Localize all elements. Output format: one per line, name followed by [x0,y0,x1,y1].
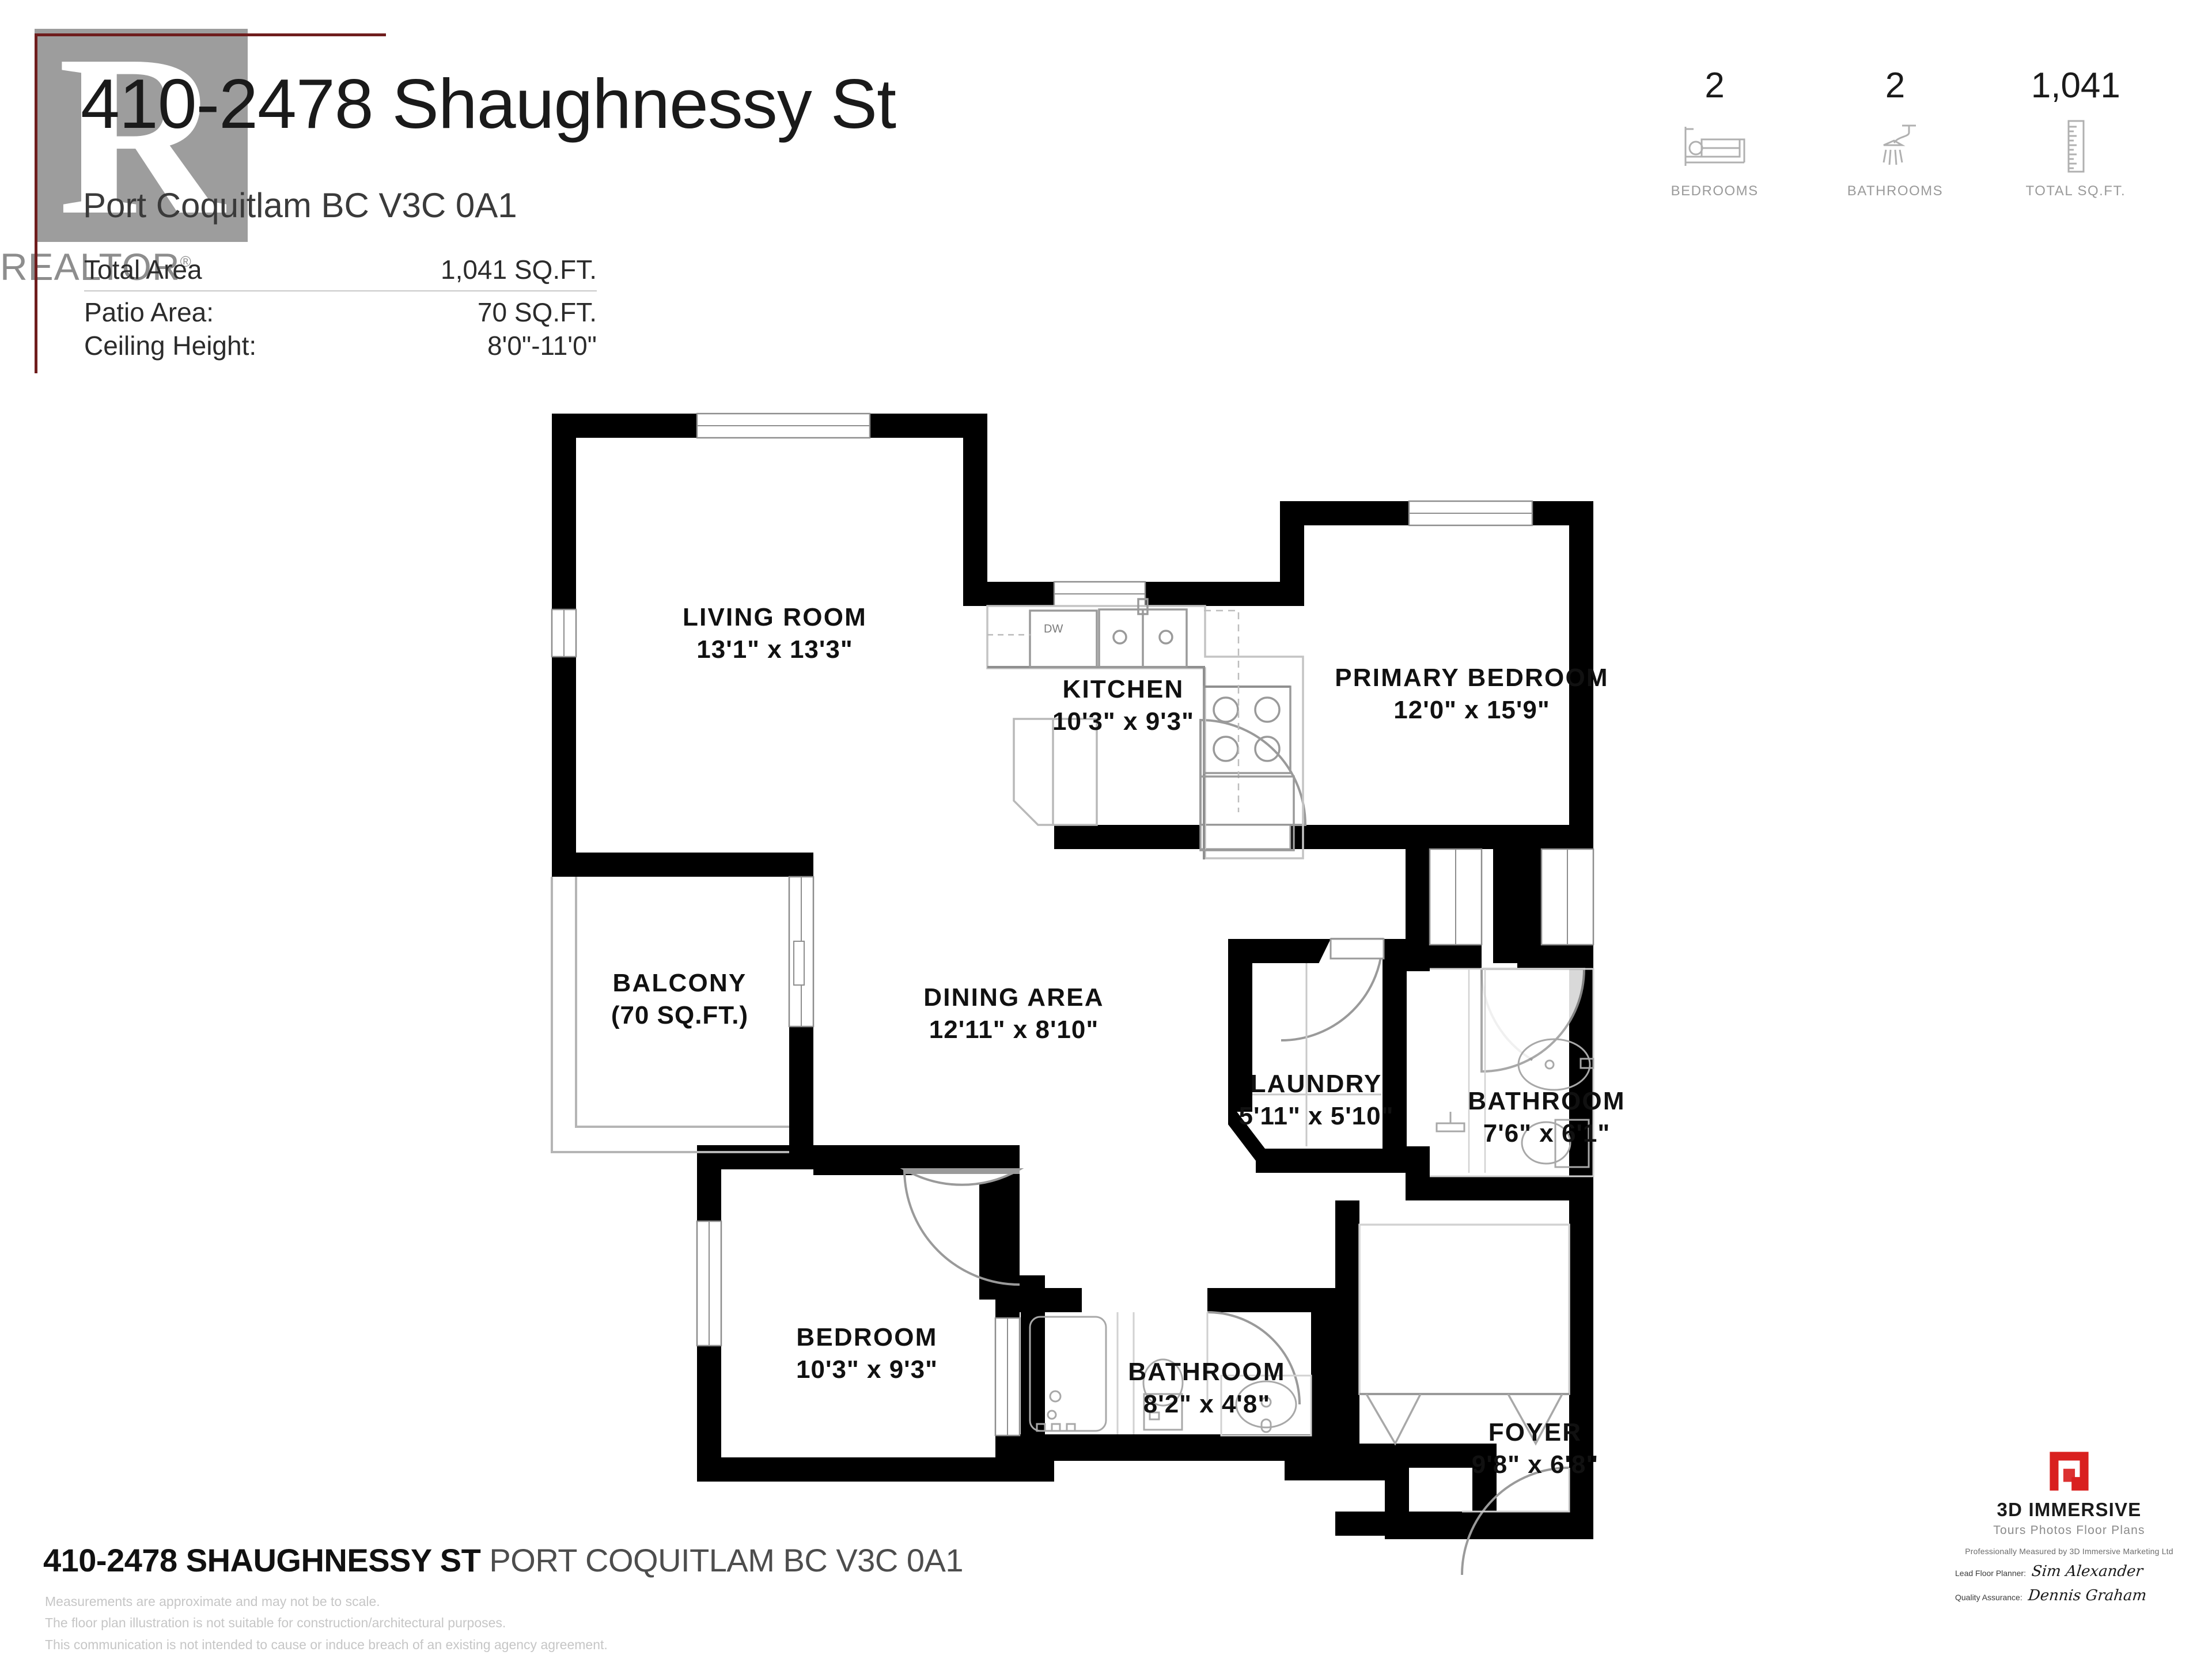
stat-bathrooms-value: 2 [1885,66,1906,105]
room-label-foyer: FOYER 9'8" x 6'8" [1472,1418,1599,1480]
disclaimer-line-2: The floor plan illustration is not suita… [45,1615,506,1631]
disclaimer-line-3: This communication is not intended to ca… [45,1637,608,1652]
hall-closet [1358,1224,1570,1446]
room-label-bathroom-upper: BATHROOM 7'6" x 6'1" [1468,1086,1625,1149]
room-name: BALCONY [612,969,747,998]
area-row-patio: Patio Area: 70 SQ.FT. [84,291,597,329]
disclaimer-block: Measurements are approximate and may not… [45,1591,608,1656]
brand-block: 3D IMMERSIVE Tours Photos Floor Plans Pr… [1942,1447,2196,1604]
stat-total-sqft-value: 1,041 [2031,66,2120,105]
room-label-dining-area: DINING AREA 12'11" x 8'10" [923,983,1104,1045]
room-dims: (70 SQ.FT.) [611,1001,749,1029]
room-name: BEDROOM [796,1323,938,1352]
room-label-bedroom: BEDROOM 10'3" x 9'3" [796,1323,938,1385]
area-row-ceiling: Ceiling Height: 8'0"-11'0" [84,329,597,363]
room-dims: 7'6" x 6'1" [1483,1119,1611,1147]
room-label-kitchen: KITCHEN 10'3" x 9'3" [1052,675,1194,737]
room-label-primary-bedroom: PRIMARY BEDROOM 12'0" x 15'9" [1335,663,1608,725]
room-dims: 10'3" x 9'3" [796,1355,938,1384]
room-dims: 9'8" x 6'8" [1471,1450,1599,1479]
brand-tagline: Tours Photos Floor Plans [1993,1524,2145,1537]
stat-total-sqft: 1,041 TOTAL SQ.FT. [1986,68,2166,229]
ruler-icon [2058,119,2093,174]
qa-label: Quality Assurance: [1955,1593,2022,1602]
room-label-living-room: LIVING ROOM 13'1" x 13'3" [683,603,867,665]
stat-bathrooms-label: BATHROOMS [1847,183,1944,199]
realtor-watermark: R REALTOR® [0,7,248,288]
stat-bedrooms-value: 2 [1705,66,1725,105]
patio-area-label: Patio Area: [84,297,214,327]
stat-bathrooms: 2 BATHROOMS [1805,68,1985,229]
stat-bedrooms: 2 BEDROOMS [1624,68,1805,229]
brand-measured-by: Professionally Measured by 3D Immersive … [1965,1547,2173,1556]
room-dims: 5'11" x 5'10" [1238,1102,1394,1130]
page-subtitle: Port Coquitlam BC V3C 0A1 [83,186,517,225]
area-row-total: Total Area 1,041 SQ.FT. [84,253,597,291]
signature-row-qa: Quality Assurance: Dennis Graham [1942,1587,2196,1604]
room-name: BATHROOM [1128,1358,1286,1387]
ceiling-height-label: Ceiling Height: [84,330,257,361]
immersive-logo-icon [2050,1452,2089,1491]
room-name: LIVING ROOM [683,603,867,632]
room-dims: 12'0" x 15'9" [1393,696,1550,724]
room-name: DINING AREA [923,983,1104,1012]
room-name: FOYER [1488,1418,1582,1447]
qa-signature: Dennis Graham [2027,1587,2147,1604]
bed-icon [1681,119,1749,174]
room-name: PRIMARY BEDROOM [1335,664,1609,692]
ceiling-height-value: 8'0"-11'0" [487,330,597,361]
room-name: BATHROOM [1468,1087,1626,1116]
realtor-logo-letter: R [58,7,225,263]
area-summary-table: Total Area 1,041 SQ.FT. Patio Area: 70 S… [84,253,597,363]
footer-address-street: 410-2478 SHAUGHNESSY ST [43,1542,481,1578]
total-area-value: 1,041 SQ.FT. [440,255,597,285]
stat-total-sqft-label: TOTAL SQ.FT. [2025,183,2126,199]
room-dims: 12'11" x 8'10" [929,1016,1099,1044]
signature-row-lead: Lead Floor Planner: Sim Alexander [1942,1563,2196,1580]
footer-address: 410-2478 SHAUGHNESSY ST PORT COQUITLAM B… [43,1541,963,1579]
property-stats: 2 BEDROOMS 2 [1624,68,2166,229]
page-title: 410-2478 Shaughnessy St [81,65,896,143]
patio-area-value: 70 SQ.FT. [477,297,597,327]
footer-address-city: PORT COQUITLAM BC V3C 0A1 [480,1542,963,1578]
realtor-logo-block [35,29,248,242]
lead-planner-label: Lead Floor Planner: [1955,1569,2026,1578]
room-dims: 8'2" x 4'8" [1143,1390,1271,1418]
room-name: LAUNDRY [1250,1070,1382,1099]
total-area-label: Total Area [84,255,202,285]
room-name: KITCHEN [1062,675,1184,704]
shower-icon [1866,119,1924,174]
realtor-wordmark: REALTOR® [0,245,192,288]
room-dims: 10'3" x 9'3" [1052,707,1194,736]
room-label-bathroom-lower: BATHROOM 8'2" x 4'8" [1128,1357,1285,1419]
lead-planner-signature: Sim Alexander [2031,1563,2144,1580]
plan-windows [551,412,1594,1437]
stat-bedrooms-label: BEDROOMS [1671,183,1759,199]
corner-bracket-vertical [35,33,37,373]
disclaimer-line-1: Measurements are approximate and may not… [45,1594,380,1609]
room-label-balcony: BALCONY (70 SQ.FT.) [611,968,748,1031]
corner-bracket-horizontal [35,33,386,36]
room-dims: 13'1" x 13'3" [696,635,853,664]
room-label-laundry: LAUNDRY 5'11" x 5'10" [1239,1069,1394,1131]
brand-name: 3D IMMERSIVE [1997,1499,2142,1520]
dishwasher-label: DW [1044,623,1063,635]
